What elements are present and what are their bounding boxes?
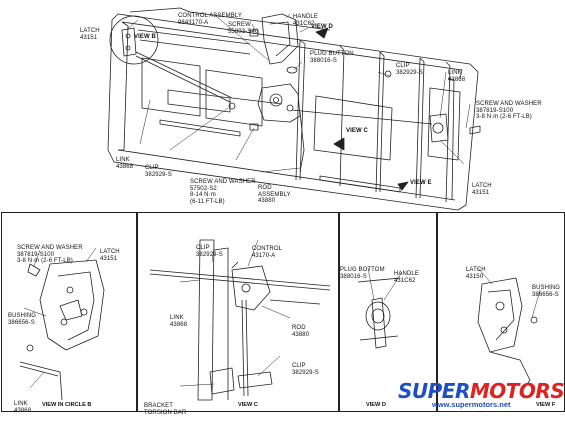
callout-view-e: VIEW E: [410, 180, 432, 186]
view-b-circle: [109, 15, 159, 65]
link-rod-left: [135, 51, 283, 105]
view-b-latch-shape: [39, 259, 105, 351]
view-c-rod: [241, 299, 249, 397]
handle-shape: [261, 13, 299, 65]
view-f-latch-shape: [477, 277, 523, 353]
view-c-caption: VIEW C: [238, 402, 258, 408]
control-assembly-shape: [257, 83, 301, 123]
supermotors-watermark: SUPERMOTORS www.supermotors.net: [392, 379, 565, 409]
rod-assembly: [299, 111, 305, 173]
callout-view-d: VIEW D: [311, 24, 333, 30]
link-rod-right: [291, 109, 433, 125]
opening-center: [205, 69, 263, 127]
tailgate-outline: [107, 13, 479, 211]
view-c-control: [231, 265, 271, 311]
view-b-caption: VIEW IN CIRCLE B: [42, 402, 92, 408]
panel-view-c: [137, 212, 339, 412]
view-b-link: [19, 361, 63, 401]
callout-view-b: VIEW B: [134, 34, 156, 40]
view-d-caption: VIEW D: [366, 402, 386, 408]
watermark-brand: SUPERMOTORS: [398, 379, 565, 403]
view-d-plug: [371, 297, 387, 349]
opening-left: [141, 57, 201, 117]
callout-view-c: VIEW C: [346, 128, 368, 134]
latch-left-shape: [121, 27, 137, 57]
view-f-caption: VIEW F: [536, 402, 556, 408]
panel-view-b: [1, 212, 137, 412]
panel-view-d: [339, 212, 437, 412]
tailgate-exploded-drawing: [107, 7, 481, 211]
opening-right: [313, 95, 393, 161]
panel-view-f: [437, 212, 565, 412]
detail-drawings: [19, 239, 541, 401]
watermark-url: www.supermotors.net: [432, 400, 511, 409]
